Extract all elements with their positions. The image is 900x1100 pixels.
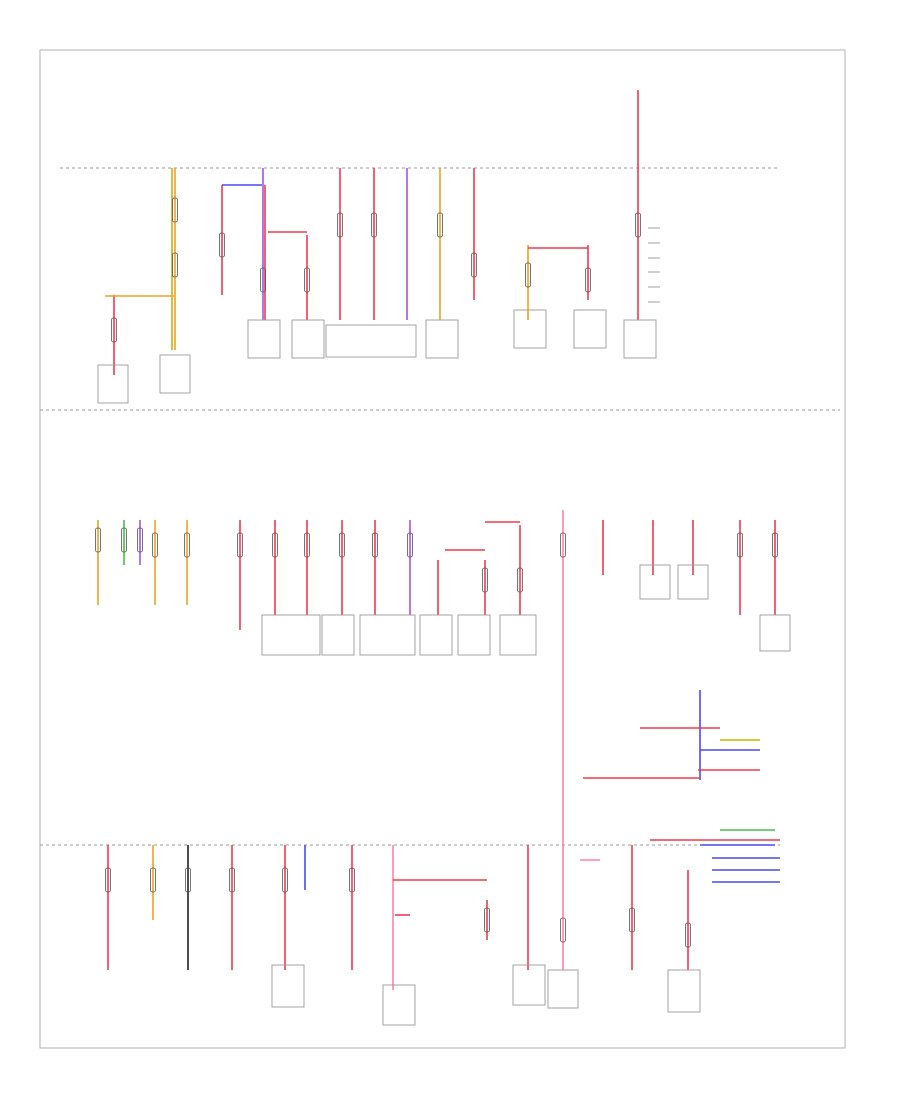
component-box [159, 354, 191, 394]
fuse-marker [517, 567, 523, 593]
fuse-marker [585, 267, 591, 293]
fuse-marker [152, 532, 158, 558]
fuse-marker [407, 532, 413, 558]
fuse-marker [111, 317, 117, 343]
fuse-marker [172, 197, 178, 223]
fuse-marker [282, 867, 288, 893]
fuse-marker [304, 532, 310, 558]
component-box [513, 309, 547, 349]
fuse-marker [635, 212, 641, 238]
fuse-marker [471, 252, 477, 278]
fuse-group [95, 197, 778, 948]
component-box [457, 614, 491, 656]
fuse-marker [137, 527, 143, 553]
component-box [623, 319, 657, 359]
fuse-marker [304, 267, 310, 293]
fuse-marker [105, 867, 111, 893]
fuse-marker [484, 907, 490, 933]
fuse-marker [772, 532, 778, 558]
component-box [759, 614, 791, 652]
fuse-marker [685, 922, 691, 948]
diagram-frame [39, 49, 846, 1049]
fuse-marker [121, 527, 127, 553]
component-box [667, 969, 701, 1013]
fuse-marker [260, 267, 266, 293]
fuse-marker [629, 907, 635, 933]
component-box [382, 984, 416, 1026]
component-box [499, 614, 537, 656]
component-box [359, 614, 416, 656]
component-box [512, 964, 546, 1006]
component-box [321, 614, 355, 656]
component-box [97, 364, 129, 404]
component-box [639, 564, 671, 600]
fuse-marker [185, 867, 191, 893]
fuse-marker [737, 532, 743, 558]
fuse-marker [219, 232, 225, 258]
component-box [261, 614, 321, 656]
component-box [247, 319, 281, 359]
fuse-marker [560, 917, 566, 943]
component-box [677, 564, 709, 600]
component-box [547, 969, 579, 1009]
fuse-marker [150, 867, 156, 893]
wire-group [97, 90, 780, 990]
fuse-marker [337, 212, 343, 238]
fuse-marker [371, 212, 377, 238]
fuse-marker [172, 252, 178, 278]
fuse-marker [560, 532, 566, 558]
component-box [425, 319, 459, 359]
fuse-marker [372, 532, 378, 558]
fuse-marker [437, 212, 443, 238]
fuse-marker [95, 527, 101, 553]
component-box [325, 324, 417, 358]
component-box [419, 614, 453, 656]
legend-group [648, 227, 660, 303]
fuse-marker [482, 567, 488, 593]
component-box-group [97, 309, 791, 1026]
fuse-marker [525, 262, 531, 288]
component-box [271, 964, 305, 1008]
fuse-marker [272, 532, 278, 558]
component-box [291, 319, 325, 359]
fuse-marker [229, 867, 235, 893]
component-box [573, 309, 607, 349]
fuse-marker [237, 532, 243, 558]
fuse-marker [339, 532, 345, 558]
fuse-marker [184, 532, 190, 558]
fuse-marker [349, 867, 355, 893]
